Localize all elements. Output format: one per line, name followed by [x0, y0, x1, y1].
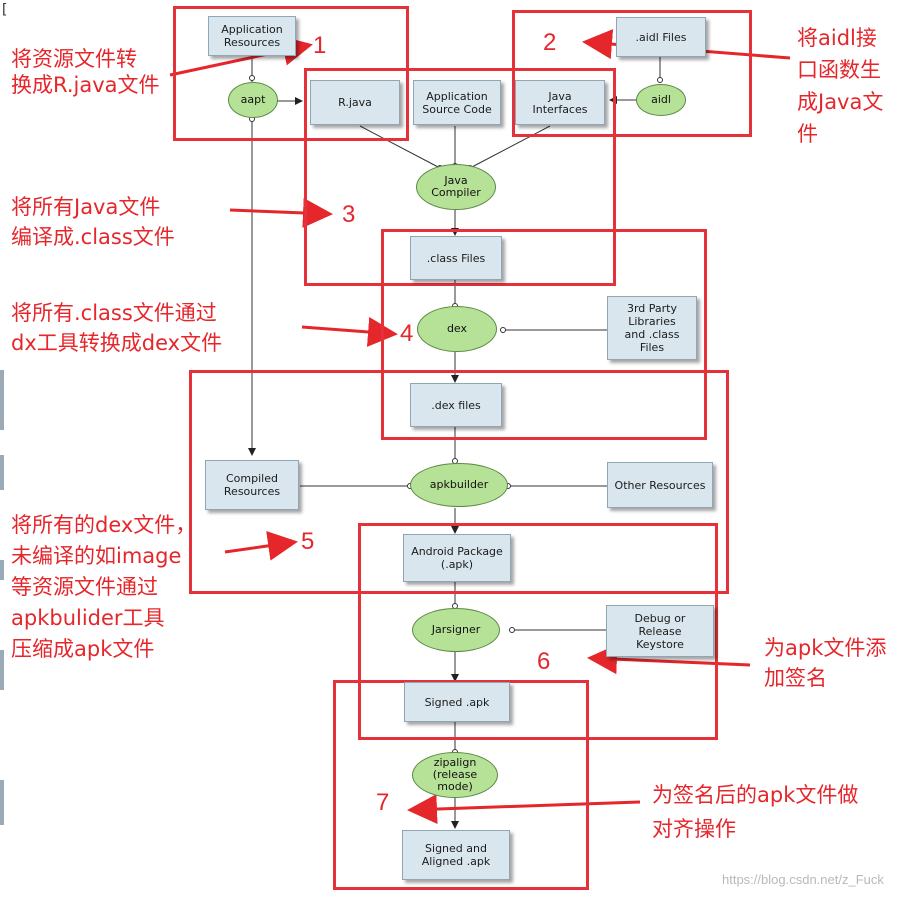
step-3-frame: [304, 68, 616, 286]
zipalign-tool: zipalign (release mode): [412, 752, 498, 798]
step-number-2: 2: [543, 29, 557, 56]
window-edge: [0, 650, 4, 690]
signed-aligned-apk-node: Signed and Aligned .apk: [402, 830, 510, 880]
step-4-frame: [381, 229, 707, 440]
step-number-1: 1: [313, 32, 327, 59]
r-java-node: R.java: [310, 80, 400, 125]
application-source-code-node: Application Source Code: [413, 80, 501, 125]
watermark: https://blog.csdn.net/z_Fuck: [722, 872, 884, 887]
java-interfaces-node: Java Interfaces: [515, 80, 605, 125]
compiled-resources-node: Compiled Resources: [205, 460, 299, 510]
dex-files-node: .dex files: [410, 383, 502, 427]
window-edge: [0, 455, 4, 490]
signed-apk-node: Signed .apk: [404, 682, 510, 722]
step-number-5: 5: [301, 528, 315, 555]
java-compiler-tool: Java Compiler: [416, 164, 496, 210]
step-5-frame: [189, 370, 729, 594]
application-resources-node: Application Resources: [208, 16, 296, 56]
annotation-step-2: 将aidl接 口函数生 成Java文 件: [797, 26, 884, 146]
third-party-libraries-node: 3rd Party Libraries and .class Files: [607, 296, 697, 360]
aidl-files-node: .aidl Files: [616, 17, 706, 57]
step-number-3: 3: [342, 201, 356, 228]
annotation-step-6: 为apk文件添 加签名: [764, 636, 887, 690]
annotation-step-1: 将资源文件转 换成R.java文件: [11, 47, 160, 97]
step-number-6: 6: [537, 648, 551, 675]
jarsigner-tool: Jarsigner: [412, 608, 500, 652]
step-number-7: 7: [376, 789, 390, 816]
class-files-node: .class Files: [410, 236, 502, 280]
window-edge: [0, 780, 4, 825]
annotation-step-4: 将所有.class文件通过 dx工具转换成dex文件: [11, 301, 223, 355]
other-resources-node: Other Resources: [607, 462, 713, 508]
android-package-node: Android Package (.apk): [403, 534, 511, 582]
step-number-4: 4: [400, 320, 414, 347]
step-7-frame: [333, 680, 589, 890]
dex-tool: dex: [417, 306, 497, 352]
step-2-frame: [512, 10, 752, 137]
debug-release-keystore-node: Debug or Release Keystore: [606, 605, 714, 657]
window-edge: [0, 370, 4, 430]
step-6-frame: [358, 523, 718, 740]
aidl-tool: aidl: [636, 84, 686, 116]
window-edge: [0, 560, 4, 580]
annotation-step-3: 将所有Java文件 编译成.class文件: [11, 195, 175, 249]
edge-glyph: [: [0, 2, 9, 18]
step-1-frame: [173, 6, 409, 141]
aapt-tool: aapt: [228, 82, 278, 118]
annotation-step-7: 为签名后的apk文件做 对齐操作: [652, 783, 859, 841]
apkbuilder-tool: apkbuilder: [410, 463, 508, 507]
annotation-step-5: 将所有的dex文件， 未编译的如image 等资源文件通过 apkbulider…: [11, 513, 197, 661]
